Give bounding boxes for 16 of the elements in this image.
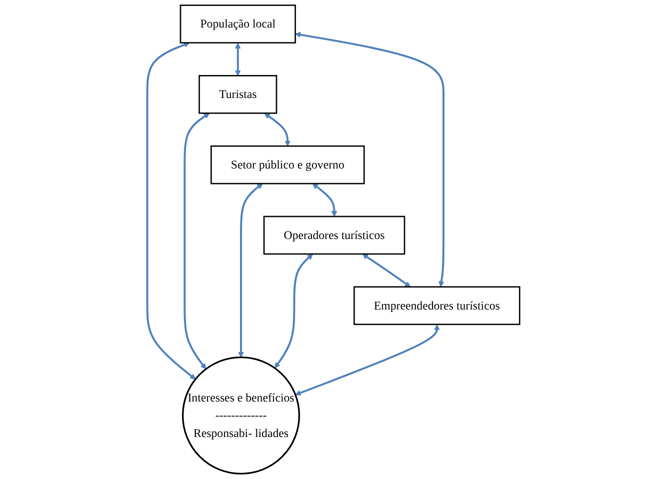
arrow xyxy=(146,42,196,380)
arrow xyxy=(312,183,338,217)
node-box: Operadores turísticos xyxy=(263,216,406,255)
node-box: População local xyxy=(180,4,296,44)
arrow xyxy=(184,113,210,370)
arrow xyxy=(362,254,411,288)
node-circle: Interesses e benefícios ------------- Responsabi- lidades xyxy=(182,356,300,475)
node-box: Turistas xyxy=(198,75,278,114)
arrow xyxy=(264,113,291,146)
arrow xyxy=(235,42,241,76)
arrow xyxy=(274,254,314,368)
node-box: Empreendedores turísticos xyxy=(354,286,520,326)
node-box: Setor público e governo xyxy=(210,145,365,184)
arrow xyxy=(295,324,440,396)
arrow xyxy=(238,183,263,358)
arrow xyxy=(295,32,445,287)
